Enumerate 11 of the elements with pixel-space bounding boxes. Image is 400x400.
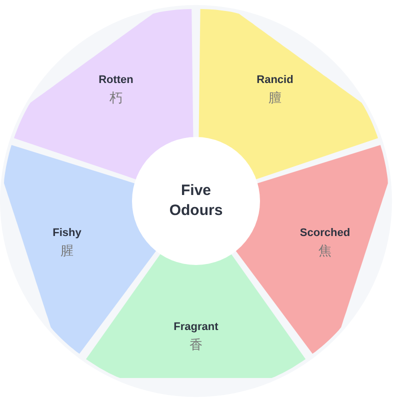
chinese-character: 腥: [60, 242, 74, 260]
segment-label: Rotten: [98, 74, 134, 86]
chinese-character: 香: [189, 336, 202, 354]
chinese-character: 朽: [109, 88, 122, 107]
segment-label: Rancid: [256, 74, 294, 86]
chinese-character: 焦: [318, 242, 332, 260]
chinese-character: 膻: [268, 88, 282, 107]
segment-label: Fragrant: [174, 321, 218, 333]
segment-label: Scorched: [300, 226, 350, 239]
center-title: Five Odours: [168, 181, 224, 221]
segment-label: Fishy: [52, 226, 82, 239]
